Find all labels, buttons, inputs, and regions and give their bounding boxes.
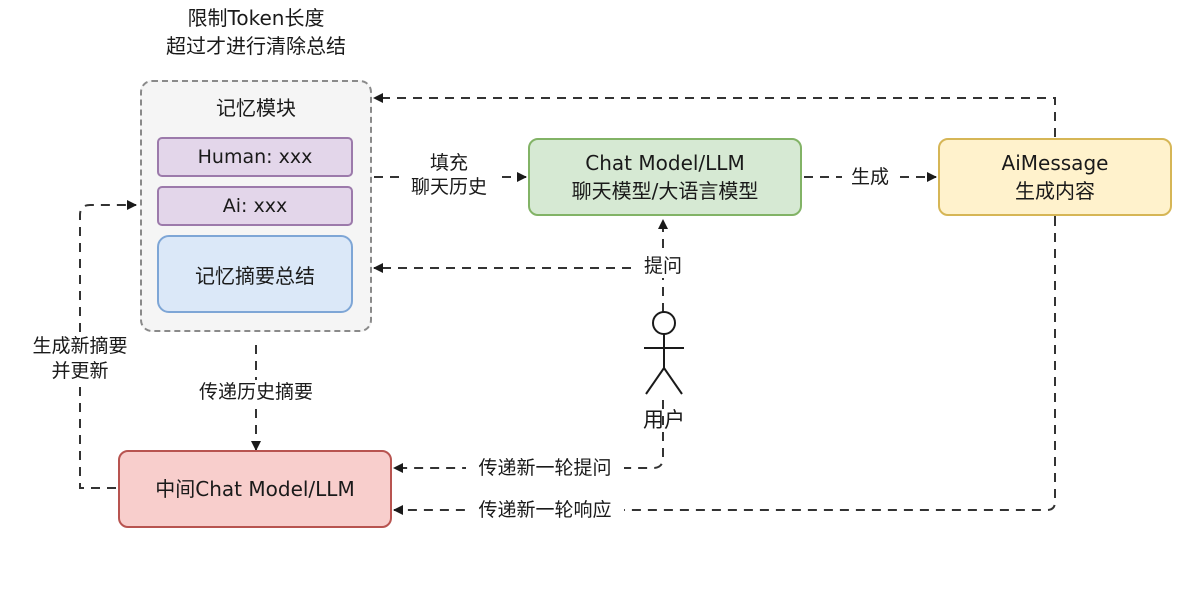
- middle-chat-model-label: 中间Chat Model/LLM: [155, 477, 355, 501]
- edge-label-fill-history-line1: 填充: [429, 152, 468, 174]
- edge-label-generate: 生成: [842, 165, 898, 189]
- ai-message-node: AiMessage 生成内容: [938, 138, 1172, 216]
- edge-label-fill-history-line2: 聊天历史: [410, 176, 487, 198]
- memory-summary-box: 记忆摘要总结: [157, 235, 353, 313]
- chat-model-line2: 聊天模型/大语言模型: [571, 179, 759, 203]
- edge-label-new-summary-line2: 并更新: [51, 360, 109, 382]
- user-label: 用户: [643, 408, 685, 432]
- edge-label-pass-response: 传递新一轮响应: [466, 498, 624, 522]
- ai-message-node-line1: AiMessage: [1001, 151, 1109, 175]
- token-limit-note-line1: 限制Token长度: [187, 6, 325, 30]
- chat-model-line1: Chat Model/LLM: [585, 151, 745, 175]
- middle-chat-model-node: 中间Chat Model/LLM: [118, 450, 392, 528]
- edge-pass-response: [393, 217, 1056, 515]
- human-message-text: Human: xxx: [197, 146, 313, 168]
- edge-label-new-summary: 生成新摘要 并更新: [18, 334, 142, 384]
- edge-pass-question: [393, 400, 664, 473]
- edge-label-fill-history: 填充 聊天历史: [400, 151, 498, 199]
- token-limit-note-line2: 超过才进行清除总结: [166, 34, 346, 58]
- edge-label-pass-summary: 传递历史摘要: [188, 380, 324, 404]
- chat-model-node: Chat Model/LLM 聊天模型/大语言模型: [528, 138, 802, 216]
- ai-message-text: Ai: xxx: [222, 195, 288, 217]
- ai-message-node-line2: 生成内容: [1015, 179, 1095, 203]
- ai-message-box: Ai: xxx: [157, 186, 353, 226]
- edge-label-new-summary-line1: 生成新摘要: [32, 335, 128, 357]
- edge-new-summary: [79, 200, 137, 489]
- memory-module-title: 记忆模块: [216, 96, 296, 120]
- edge-label-pass-question: 传递新一轮提问: [466, 456, 624, 480]
- human-message-box: Human: xxx: [157, 137, 353, 177]
- edge-label-ask: 提问: [638, 254, 688, 278]
- user-actor-icon: [644, 311, 684, 395]
- memory-summary-text: 记忆摘要总结: [195, 263, 315, 288]
- token-limit-note: 限制Token长度 超过才进行清除总结: [140, 4, 372, 60]
